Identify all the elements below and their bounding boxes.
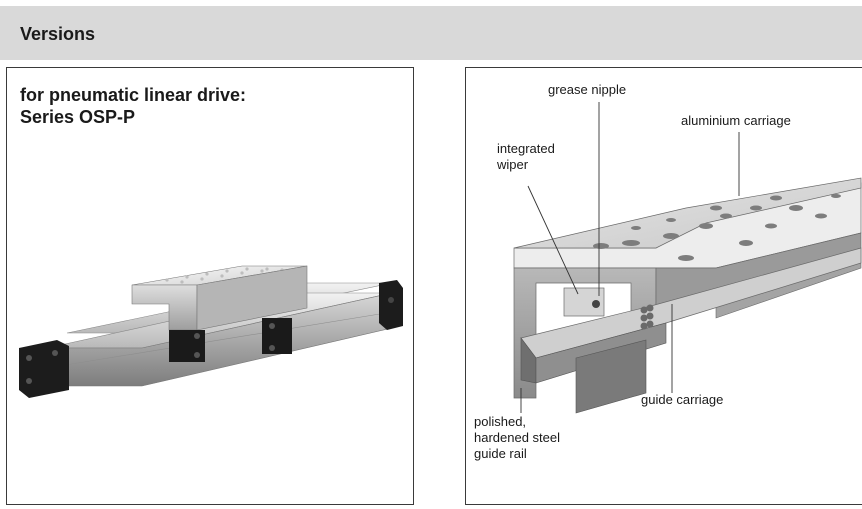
guide-carriage-cutaway-illustration bbox=[513, 102, 862, 414]
callout-guide-rail-line-1: polished, bbox=[474, 414, 527, 429]
callout-guide-rail-line-2: hardened steel bbox=[474, 430, 561, 445]
guide-cutaway-panel: grease nipple aluminium carriage integra… bbox=[465, 67, 862, 505]
section-header: Versions bbox=[0, 6, 862, 60]
product-heading: for pneumatic linear drive: Series OSP-P bbox=[20, 84, 246, 128]
section-title: Versions bbox=[20, 24, 96, 44]
callout-integrated-wiper-line-2: wiper bbox=[497, 157, 529, 172]
linear-drive-illustration bbox=[19, 265, 403, 398]
callout-guide-carriage: guide carriage bbox=[641, 392, 724, 407]
callout-grease-nipple: grease nipple bbox=[548, 82, 627, 97]
heading-line-2: Series OSP-P bbox=[20, 107, 136, 127]
heading-line-1: for pneumatic linear drive: bbox=[20, 85, 247, 105]
callout-guide-rail: polished, hardened steel guide rail bbox=[474, 414, 560, 462]
callout-integrated-wiper-line-1: integrated bbox=[497, 141, 555, 156]
callout-guide-rail-line-3: guide rail bbox=[474, 446, 527, 461]
product-panel-osp-p: for pneumatic linear drive: Series OSP-P bbox=[6, 67, 414, 505]
callout-integrated-wiper: integrated wiper bbox=[497, 141, 555, 173]
callout-aluminium-carriage: aluminium carriage bbox=[681, 113, 791, 128]
